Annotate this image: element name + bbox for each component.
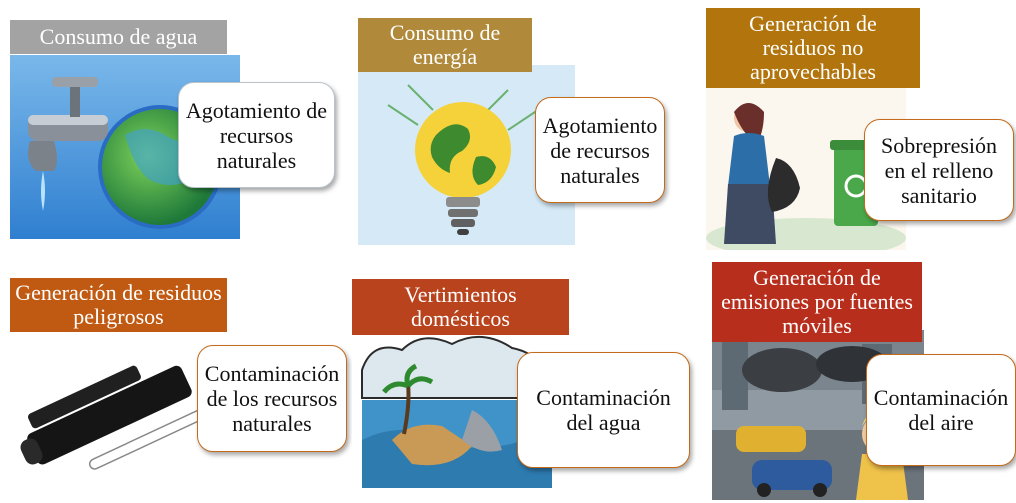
impact-text: Agotamiento de recursos naturales (542, 112, 658, 188)
impact-text: Contaminación del agua (536, 385, 671, 435)
tile-header-text: Consumo de agua (39, 24, 198, 49)
tile-header-text: Generación de residuos peligrosos (15, 280, 222, 329)
impact-text: Contaminación de los recursos naturales (204, 361, 340, 436)
tile-header: Generación de emisiones por fuentes móvi… (712, 262, 922, 342)
earth-lightbulb-icon (358, 65, 575, 245)
tile-header-text: Vertimientos domésticos (404, 282, 517, 331)
impact-text: Contaminación del aire (873, 385, 1009, 435)
tile-header: Vertimientos domésticos (352, 279, 569, 335)
impact-text: Sobrepresión en el relleno sanitario (880, 132, 998, 208)
impact-box: Contaminación del agua (517, 352, 690, 468)
impact-box: Contaminación del aire (866, 354, 1016, 466)
tile-header-text: Consumo de energía (389, 20, 501, 69)
tile-header-text: Generación de residuos no aprovechables (749, 11, 877, 84)
impact-box: Agotamiento de recursos naturales (178, 82, 335, 188)
tile-header: Generación de residuos peligrosos (10, 278, 227, 332)
tile-header: Generación de residuos no aprovechables (706, 8, 920, 88)
impact-box: Sobrepresión en el relleno sanitario (864, 119, 1014, 221)
impact-text: Agotamiento de recursos naturales (185, 97, 328, 173)
impact-box: Agotamiento de recursos naturales (535, 97, 665, 203)
impact-box: Contaminación de los recursos naturales (197, 345, 347, 452)
tile-header-text: Generación de emisiones por fuentes móvi… (721, 265, 913, 338)
toner-cartridge-icon (10, 330, 200, 500)
tile-header: Consumo de energía (358, 18, 532, 72)
tile-header: Consumo de agua (10, 20, 227, 54)
